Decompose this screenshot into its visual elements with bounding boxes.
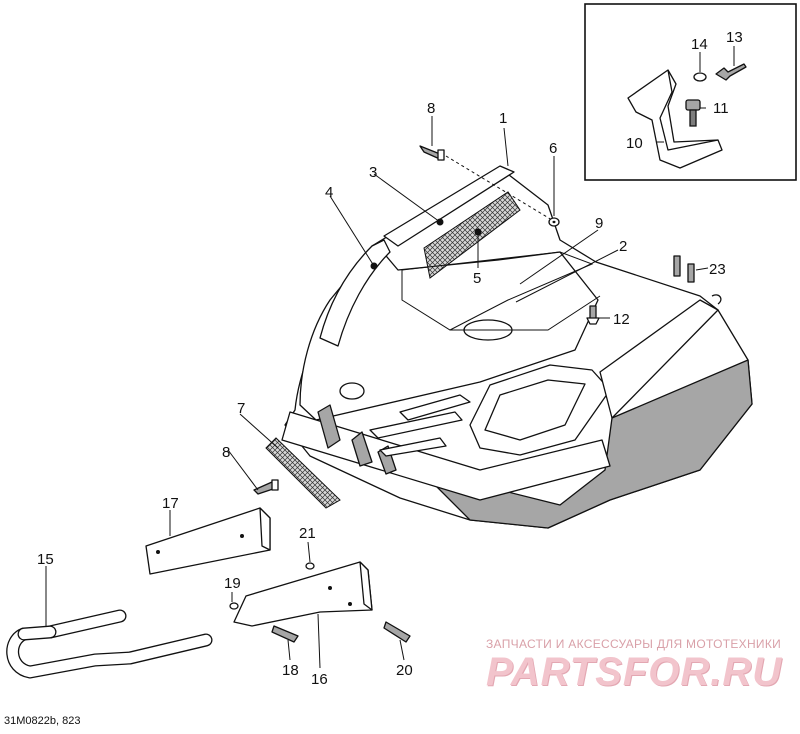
bottom-pan-assembly bbox=[281, 167, 753, 529]
callout-21: 21 bbox=[299, 525, 316, 542]
figure-reference-code: 31M0822b, 823 bbox=[4, 715, 81, 727]
callout-labels: 1 2 3 4 5 6 7 8 8 9 10 11 12 13 14 15 16… bbox=[37, 29, 743, 688]
leader-lines bbox=[45, 46, 735, 669]
callout-5: 5 bbox=[473, 270, 481, 287]
callout-11: 11 bbox=[713, 100, 729, 117]
rivet-part-12 bbox=[586, 305, 600, 325]
callout-4: 4 bbox=[325, 184, 333, 201]
callout-17: 17 bbox=[162, 495, 179, 512]
callout-19: 19 bbox=[224, 575, 241, 592]
mesh-screen-part-7 bbox=[265, 437, 341, 509]
nut-part-21 bbox=[305, 562, 315, 570]
callout-1: 1 bbox=[499, 110, 507, 127]
watermark-caption: ЗАПЧАСТИ И АКСЕССУАРЫ ДЛЯ МОТОТЕХНИКИ bbox=[486, 637, 782, 651]
callout-14: 14 bbox=[691, 36, 708, 53]
callout-9: 9 bbox=[595, 215, 603, 232]
callout-8-front: 8 bbox=[222, 444, 230, 461]
callout-12: 12 bbox=[613, 311, 630, 328]
bracket-part-16 bbox=[233, 561, 373, 627]
bracket-part-17 bbox=[145, 507, 271, 575]
panel-part-2 bbox=[450, 295, 601, 331]
screw-part-13 bbox=[715, 63, 747, 81]
watermark-logo: PARTSFOR.RU bbox=[486, 650, 783, 694]
assembly-line bbox=[445, 155, 553, 221]
rivet-part-8-top bbox=[419, 145, 445, 161]
bolt-part-18 bbox=[271, 625, 299, 643]
washer-part-14 bbox=[693, 72, 707, 82]
mesh-screen-part-5 bbox=[423, 191, 521, 279]
nut-part-19 bbox=[229, 602, 239, 610]
callout-7: 7 bbox=[237, 400, 245, 417]
rivet-part-8-front bbox=[253, 479, 279, 495]
handle-part-15 bbox=[6, 609, 213, 679]
callout-16: 16 bbox=[311, 671, 328, 688]
panel-part-9 bbox=[401, 251, 594, 331]
callout-2: 2 bbox=[619, 238, 627, 255]
washer-part-6 bbox=[548, 217, 560, 227]
callout-23: 23 bbox=[709, 261, 726, 278]
callout-15: 15 bbox=[37, 551, 54, 568]
callout-20: 20 bbox=[396, 662, 413, 679]
callout-8-top: 8 bbox=[427, 100, 435, 117]
bolt-part-20 bbox=[383, 621, 411, 643]
callout-13: 13 bbox=[726, 29, 743, 46]
callout-10: 10 bbox=[626, 135, 643, 152]
callout-3: 3 bbox=[369, 164, 377, 181]
callout-6: 6 bbox=[549, 140, 557, 157]
screw-part-23 bbox=[673, 255, 695, 283]
callout-18: 18 bbox=[282, 662, 299, 679]
bolt-part-11 bbox=[685, 99, 701, 127]
